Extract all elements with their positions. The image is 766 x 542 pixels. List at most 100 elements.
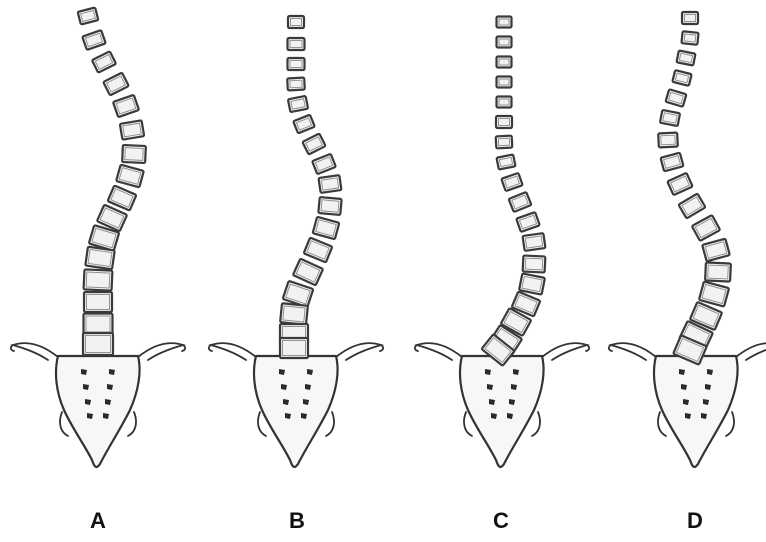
vertebra — [318, 197, 341, 215]
vertebra — [678, 194, 705, 219]
vertebra — [103, 73, 128, 96]
vertebra — [312, 154, 336, 174]
sacral-foramen — [285, 413, 291, 419]
sacral-foramen — [87, 413, 93, 419]
vertebra — [496, 154, 515, 169]
sacral-foramen — [307, 369, 313, 375]
vertebra — [692, 215, 720, 241]
vertebra — [516, 212, 540, 232]
sacral-foramen — [511, 384, 517, 390]
vertebra — [497, 77, 512, 88]
vertebra — [702, 239, 730, 262]
sacral-foramen — [279, 369, 285, 375]
vertebra — [497, 57, 512, 68]
vertebra — [113, 95, 139, 117]
vertebra — [304, 238, 333, 263]
vertebra — [523, 233, 546, 251]
sacral-foramen — [103, 413, 109, 419]
vertebra — [497, 97, 512, 108]
vertebra — [667, 173, 692, 195]
sacrum-b — [209, 343, 383, 467]
sacral-foramen — [685, 413, 691, 419]
vertebra — [92, 51, 116, 72]
vertebra — [84, 314, 113, 335]
sacral-foramen — [507, 413, 513, 419]
vertebra — [666, 89, 687, 107]
vertebra — [699, 281, 729, 306]
vertebra — [519, 273, 545, 294]
vertebra — [84, 269, 113, 290]
vertebra — [523, 255, 546, 272]
vertebra — [288, 38, 305, 50]
vertebra — [280, 338, 308, 358]
vertebra — [288, 96, 308, 112]
sacral-foramen — [305, 384, 311, 390]
spine-panel-b — [280, 16, 342, 358]
vertebra — [82, 30, 105, 50]
vertebra — [319, 175, 342, 193]
vertebra — [280, 303, 308, 324]
spine-panel-d — [658, 12, 731, 365]
vertebra — [78, 8, 99, 25]
sacral-foramen — [705, 384, 711, 390]
panel-label-b: B — [277, 509, 317, 533]
vertebra — [509, 192, 532, 212]
vertebra — [108, 185, 137, 210]
vertebra — [288, 58, 305, 70]
vertebra — [672, 70, 691, 86]
vertebra — [681, 31, 698, 45]
sacral-foramen — [283, 399, 289, 405]
vertebra — [293, 115, 315, 134]
sacrum-a — [11, 343, 185, 467]
sacral-foramen — [107, 384, 113, 390]
sacral-foramen — [701, 413, 707, 419]
sacral-foramen — [703, 399, 709, 405]
sacral-foramen — [509, 399, 515, 405]
sacral-foramen — [109, 369, 115, 375]
vertebra — [661, 153, 684, 172]
vertebra — [501, 173, 522, 191]
vertebra — [660, 110, 680, 126]
sacral-foramen — [281, 384, 287, 390]
panel-label-a: A — [78, 509, 118, 533]
vertebra — [120, 120, 144, 139]
vertebra — [84, 292, 112, 312]
vertebra — [497, 17, 512, 28]
sacral-foramen — [485, 369, 491, 375]
vertebra — [313, 217, 340, 239]
sacral-foramen — [85, 399, 91, 405]
sacral-foramen — [105, 399, 111, 405]
vertebra — [658, 133, 678, 148]
panel-label-c: C — [481, 509, 521, 533]
sacral-foramen — [301, 413, 307, 419]
sacrum-d — [609, 343, 766, 467]
vertebra — [705, 262, 731, 281]
vertebra — [496, 136, 513, 149]
sacral-foramen — [681, 384, 687, 390]
vertebra — [293, 259, 323, 286]
vertebra — [302, 133, 325, 154]
vertebra — [496, 116, 512, 128]
vertebra — [83, 333, 113, 355]
spine-panel-a — [78, 8, 146, 355]
sacral-foramen — [487, 384, 493, 390]
sacral-foramen — [489, 399, 495, 405]
panel-label-d: D — [675, 509, 715, 533]
sacral-foramen — [83, 384, 89, 390]
sacral-foramen — [513, 369, 519, 375]
sacral-foramen — [679, 369, 685, 375]
sacral-foramen — [303, 399, 309, 405]
vertebra — [497, 37, 512, 48]
sacral-foramen — [491, 413, 497, 419]
vertebra — [287, 78, 305, 91]
sacral-foramen — [81, 369, 87, 375]
vertebra — [85, 247, 114, 270]
vertebra — [288, 16, 304, 28]
vertebra — [682, 12, 698, 24]
sacral-foramen — [707, 369, 713, 375]
spine-panel-c — [482, 17, 546, 366]
vertebra — [116, 165, 144, 188]
vertebra — [676, 50, 695, 65]
